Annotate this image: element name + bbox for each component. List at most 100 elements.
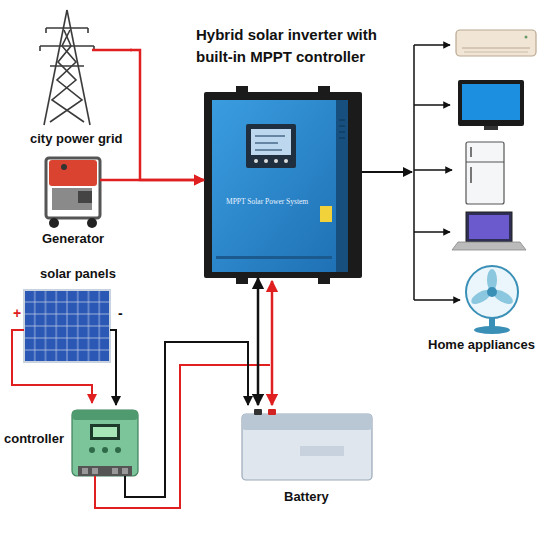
charge-controller-icon — [72, 410, 138, 476]
inverter-device — [254, 159, 258, 163]
inverter-device — [236, 86, 248, 94]
solar-panel-node: solar panels — [8, 264, 130, 368]
charge-controller-icon — [112, 468, 118, 474]
appliance-bus — [413, 45, 415, 300]
positive-wire — [12, 330, 92, 403]
diagram-title: Hybrid solar inverter with built-in MPPT… — [196, 24, 406, 68]
laptop-icon — [466, 212, 512, 242]
power-tower — [52, 30, 84, 122]
controller-node: controller — [2, 405, 144, 487]
fridge-icon — [466, 142, 504, 204]
power-tower — [40, 45, 94, 47]
battery-icon — [242, 414, 372, 480]
node-label: controller — [4, 432, 64, 447]
inverter-device — [320, 206, 332, 222]
generator-icon — [61, 164, 67, 170]
node-label: MPPT Solar Power System — [226, 198, 308, 207]
appliance-bus — [414, 169, 452, 171]
laptop-icon — [452, 212, 526, 250]
charge-controller-icon — [82, 468, 88, 474]
charge-controller-icon — [72, 410, 138, 420]
inverter-device — [284, 159, 288, 163]
power-wire — [130, 50, 204, 180]
power-wire — [257, 278, 260, 405]
charge-controller-icon — [78, 466, 132, 476]
inverter-device — [236, 276, 248, 284]
fridge-icon — [470, 167, 472, 183]
air-conditioner-icon — [462, 47, 530, 48]
solar-panel-icon — [24, 290, 110, 362]
inverter-device — [339, 126, 345, 127]
fridge-icon — [466, 142, 504, 204]
inverter-device — [212, 100, 348, 272]
inverter-device — [204, 86, 362, 284]
battery-icon — [242, 409, 372, 480]
power-wire — [125, 342, 248, 497]
inverter-device — [339, 132, 345, 133]
battery-icon — [254, 409, 262, 415]
inverter-device — [336, 100, 348, 272]
generator-icon — [78, 191, 92, 203]
charge-controller-icon — [93, 427, 117, 437]
charge-controller-icon — [72, 410, 138, 476]
inverter-device — [255, 135, 285, 137]
inverter-device — [255, 149, 282, 151]
appliance-bus — [414, 104, 450, 106]
node-label: Generator — [42, 232, 104, 247]
inverter-device — [216, 256, 332, 259]
terminal-sign: + — [13, 306, 21, 320]
battery-icon — [242, 414, 372, 430]
tv-icon — [484, 126, 498, 130]
power-tower — [87, 28, 89, 33]
appliance-bus — [414, 45, 460, 300]
charge-controller-icon — [90, 424, 120, 440]
appliance-bus — [414, 44, 450, 46]
generator-node: Generator — [38, 152, 114, 250]
power-wire — [115, 368, 117, 405]
appliance-bus — [414, 299, 460, 301]
power-wire — [362, 171, 412, 173]
inverter-device — [251, 129, 291, 155]
negative-wire — [110, 330, 116, 370]
battery-positive-bus — [271, 281, 274, 405]
fridge-icon — [470, 147, 472, 157]
tv-icon — [462, 84, 520, 120]
fan-icon — [466, 266, 518, 334]
air-conditioner-icon — [456, 30, 536, 56]
generator-icon — [52, 188, 92, 210]
node-label: solar panels — [40, 267, 116, 282]
air-conditioner-icon — [525, 36, 528, 39]
terminal-sign: - — [118, 306, 123, 320]
inverter-device — [339, 138, 345, 139]
charge-controller-icon — [92, 468, 98, 474]
power-tower — [39, 46, 41, 51]
generator-icon — [46, 158, 100, 218]
inverter-device — [246, 124, 296, 168]
generator-icon — [46, 158, 100, 228]
battery-node: Battery — [238, 405, 376, 512]
air-conditioner-icon — [464, 52, 528, 53]
inverter-device — [318, 276, 330, 284]
solar-panel-icon — [24, 290, 110, 362]
power-tower — [50, 30, 82, 122]
power-tower — [46, 27, 88, 29]
tv-icon — [458, 80, 524, 126]
fan-icon — [474, 326, 510, 334]
fan-icon — [487, 287, 497, 297]
node-label: city power grid — [30, 132, 122, 147]
generator-icon — [49, 218, 59, 228]
power-tower — [45, 28, 47, 33]
grid-node: city power grid — [25, 8, 130, 150]
inverter-device — [339, 120, 345, 121]
air-conditioner-icon — [456, 30, 536, 56]
power-wire — [114, 179, 204, 182]
inverter-device — [318, 86, 330, 94]
generator-icon — [49, 160, 97, 186]
generator-wire — [100, 179, 114, 182]
battery-icon — [300, 446, 344, 456]
laptop-icon — [452, 242, 526, 250]
inverter-device — [255, 142, 278, 144]
charge-controller-icon — [89, 447, 95, 453]
laptop-icon — [469, 215, 509, 239]
